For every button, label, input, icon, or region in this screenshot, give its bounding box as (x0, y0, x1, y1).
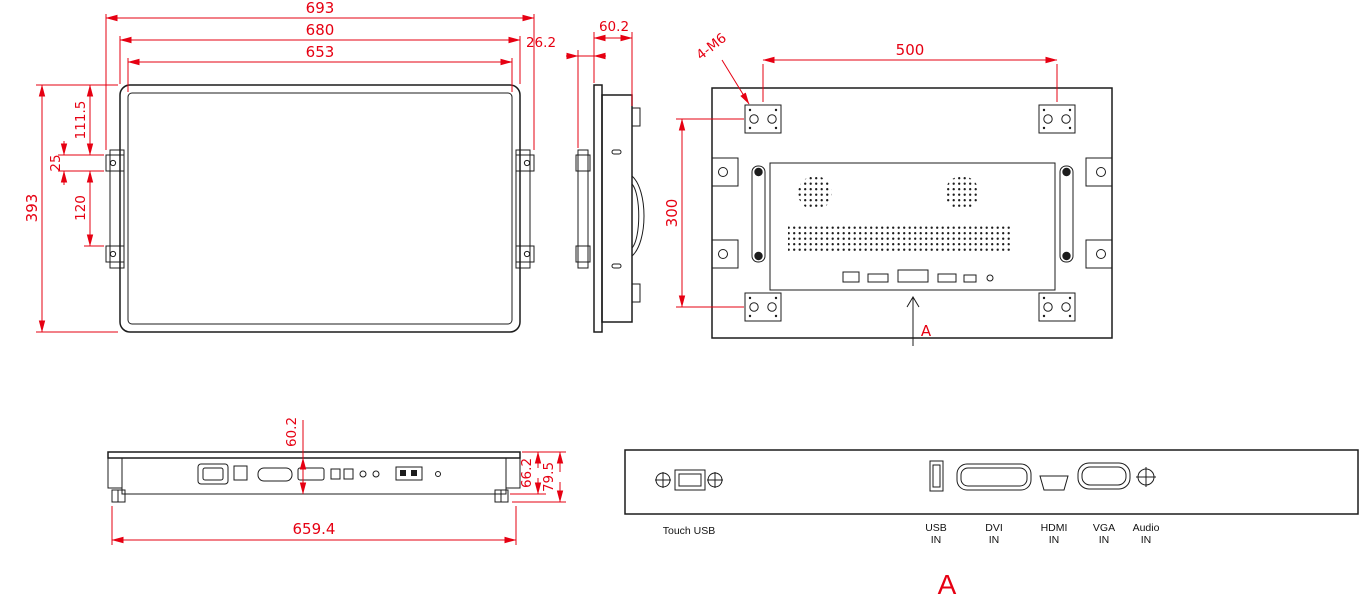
power-inlet (197, 463, 229, 485)
speaker-left (798, 176, 832, 210)
bottom-chassis (121, 457, 507, 495)
audio-jack (1136, 467, 1156, 487)
touch-usb-connector (655, 469, 723, 491)
front-frame (119, 84, 521, 333)
front-bracket-offset-dim: 111.5 (73, 101, 89, 140)
front-width-screen-dim: 653 (306, 43, 335, 61)
side-bracket (575, 149, 591, 269)
vga-in-label: VGA (1093, 522, 1115, 534)
side-bracket-offset-dim: 26.2 (526, 35, 556, 51)
vga-port (1077, 462, 1131, 490)
vesa-plate-bottom-right (1038, 292, 1076, 322)
back-section-arrow-label: A (921, 322, 932, 340)
bottom-chassis-depth-dim: 66.2 (519, 458, 535, 488)
bottom-front-glass (107, 451, 521, 459)
front-screen (127, 92, 513, 325)
rear-connector-row (842, 269, 994, 283)
front-bracket-tab-dim: 25 (48, 154, 64, 171)
front-view: 693 680 653 393 111.5 25 (23, 0, 535, 333)
electronics-box (769, 162, 1056, 291)
audio-in-label: Audio (1133, 522, 1160, 534)
bottom-dimensions: 60.2 66.2 79.5 659.4 (111, 417, 566, 545)
back-vesa-height-dim: 300 (663, 199, 681, 228)
vga-in-sub: IN (1099, 534, 1110, 546)
dvi-in-sub: IN (989, 534, 1000, 546)
bottom-connector-row (197, 463, 441, 485)
power-switch (233, 465, 248, 481)
vesa-plate-top-left (744, 104, 782, 134)
side-dimensions: 60.2 26.2 (526, 19, 633, 148)
detail-view-label: A (938, 569, 957, 600)
vesa-plate-bottom-left (744, 292, 782, 322)
back-side-ears (711, 157, 1113, 269)
hdmi-port (1039, 475, 1069, 491)
vesa-plate-top-right (1038, 104, 1076, 134)
detail-strip (624, 449, 1359, 515)
audio-in-sub: IN (1141, 534, 1152, 546)
detail-view-a: Touch USB USB IN DVI IN HDMI IN VGA IN A… (624, 449, 1359, 600)
front-bracket-span-dim: 120 (73, 195, 89, 221)
back-view: 500 300 4-M6 A (663, 30, 1113, 346)
side-body (601, 94, 633, 323)
back-panel (711, 87, 1113, 339)
usb-in-label: USB (925, 522, 947, 534)
video-connector (297, 467, 325, 481)
back-handle-left (751, 165, 766, 263)
bottom-width-dim: 659.4 (293, 520, 336, 538)
bottom-hooks (111, 489, 509, 503)
side-view: 60.2 26.2 (526, 19, 645, 333)
side-rear-tab-top (631, 107, 641, 127)
usb-port (929, 460, 944, 492)
back-dimensions: 500 300 4-M6 A (663, 30, 1058, 346)
bottom-view: 60.2 66.2 79.5 659.4 (107, 417, 566, 545)
bottom-total-depth-dim: 79.5 (541, 462, 557, 492)
side-rear-tab-bottom (631, 283, 641, 303)
touch-usb-label: Touch USB (663, 525, 716, 537)
back-mount-thread-label: 4-M6 (693, 30, 729, 63)
dvi-port (956, 463, 1032, 491)
back-handle-right (1059, 165, 1074, 263)
hdmi-in-sub: IN (1049, 534, 1060, 546)
front-right-bracket (515, 149, 535, 269)
back-vesa-width-dim: 500 (896, 41, 925, 59)
dvi-in-label: DVI (985, 522, 1003, 534)
front-dimensions: 693 680 653 393 111.5 25 (23, 0, 535, 333)
front-left-bracket (105, 149, 125, 269)
dsub-connector (257, 467, 293, 482)
usb-in-sub: IN (931, 534, 942, 546)
front-height-dim: 393 (23, 194, 41, 223)
hdmi-in-label: HDMI (1041, 522, 1068, 534)
speaker-right (945, 176, 979, 210)
front-width-frame-dim: 680 (306, 21, 335, 39)
side-depth-dim: 60.2 (599, 19, 629, 35)
side-front-panel (593, 84, 603, 333)
side-handle (631, 175, 645, 257)
vent-grid (788, 224, 1012, 254)
bottom-depth-dim: 60.2 (284, 417, 300, 447)
front-width-total-dim: 693 (306, 0, 335, 17)
